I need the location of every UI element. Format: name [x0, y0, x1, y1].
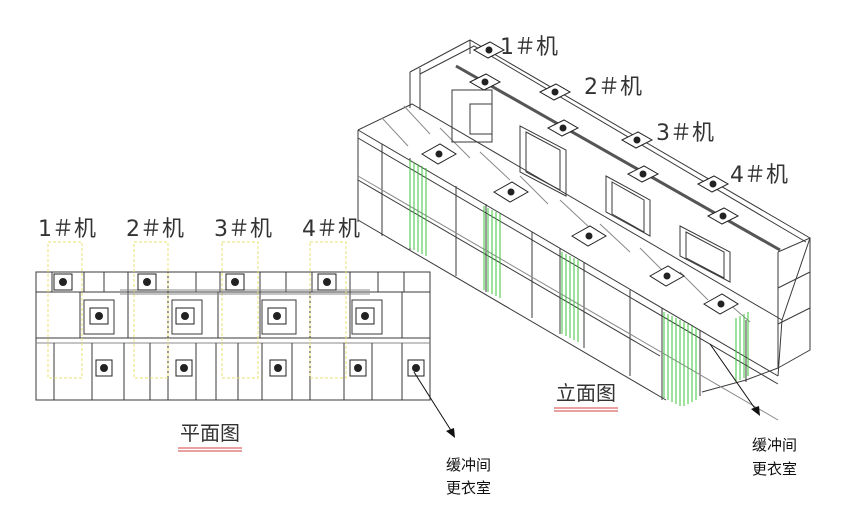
ffu-icon	[696, 175, 730, 193]
ffu-icon	[269, 359, 287, 377]
ffu-icon	[53, 273, 73, 291]
ffu-icon	[317, 273, 337, 291]
arrow-head-icon	[751, 406, 760, 416]
curtain-1	[409, 160, 427, 256]
curtain-2	[483, 206, 501, 298]
arrow-head-icon	[446, 428, 455, 438]
elevation-machine-label-4: 4＃机	[730, 163, 788, 188]
ffu-icon	[267, 307, 287, 325]
elevation-machine-label-3: 3＃机	[656, 121, 714, 146]
elevation-machine-label-1: 1＃机	[500, 35, 558, 60]
ffu-icon	[703, 293, 739, 315]
ffu-icon	[571, 225, 607, 247]
curtain-4	[663, 312, 749, 406]
ffu-icon	[349, 359, 367, 377]
ffu-icon	[421, 143, 457, 165]
elevation-arrow	[709, 343, 757, 411]
plan-arrow	[413, 371, 453, 433]
ffu-icon	[472, 41, 506, 59]
ffu-icon	[95, 359, 113, 377]
plan-caption: 平面图	[180, 421, 240, 445]
elevation-inner-rooms	[451, 89, 731, 283]
plan-lower-dividers	[53, 343, 403, 400]
plan-note-line1: 缓冲间	[446, 456, 491, 474]
ffu-icon	[546, 119, 580, 137]
ffu-icon	[620, 131, 654, 149]
ffu-icon	[175, 359, 193, 377]
plan-top-ticks	[51, 272, 405, 292]
plan-machine-label-1: 1＃机	[38, 217, 96, 242]
ffu-icon	[89, 307, 109, 325]
ffu-icon	[538, 83, 572, 101]
elevation-machine-label-2: 2＃机	[584, 75, 642, 100]
plan-mid-dividers	[79, 292, 403, 338]
ffu-icon	[626, 165, 660, 183]
elevation-curtains	[409, 160, 749, 406]
ffu-icon	[137, 273, 157, 291]
elevation-caption: 立面图	[556, 381, 616, 405]
plan-unit-outlines	[47, 241, 347, 379]
ffu-icon	[175, 307, 195, 325]
elevation-ffu-units	[421, 41, 740, 315]
plan-ffu-units	[53, 273, 425, 377]
elevation-note-line1: 缓冲间	[752, 436, 797, 454]
ffu-icon	[355, 307, 375, 325]
ffu-icon	[407, 359, 425, 377]
ffu-icon	[706, 207, 740, 225]
curtain-3	[561, 252, 579, 342]
ffu-icon	[493, 181, 529, 203]
plan-outer-frame	[35, 271, 431, 401]
ffu-icon	[649, 265, 685, 287]
plan-machine-label-4: 4＃机	[302, 217, 360, 242]
elevation-note-line2: 更衣室	[752, 460, 797, 478]
ffu-icon	[225, 273, 245, 291]
plan-note-line2: 更衣室	[446, 479, 491, 497]
plan-cabinets	[83, 299, 383, 335]
plan-machine-label-2: 2＃机	[126, 217, 184, 242]
plan-machine-label-3: 3＃机	[214, 217, 272, 242]
ffu-icon	[468, 73, 502, 91]
